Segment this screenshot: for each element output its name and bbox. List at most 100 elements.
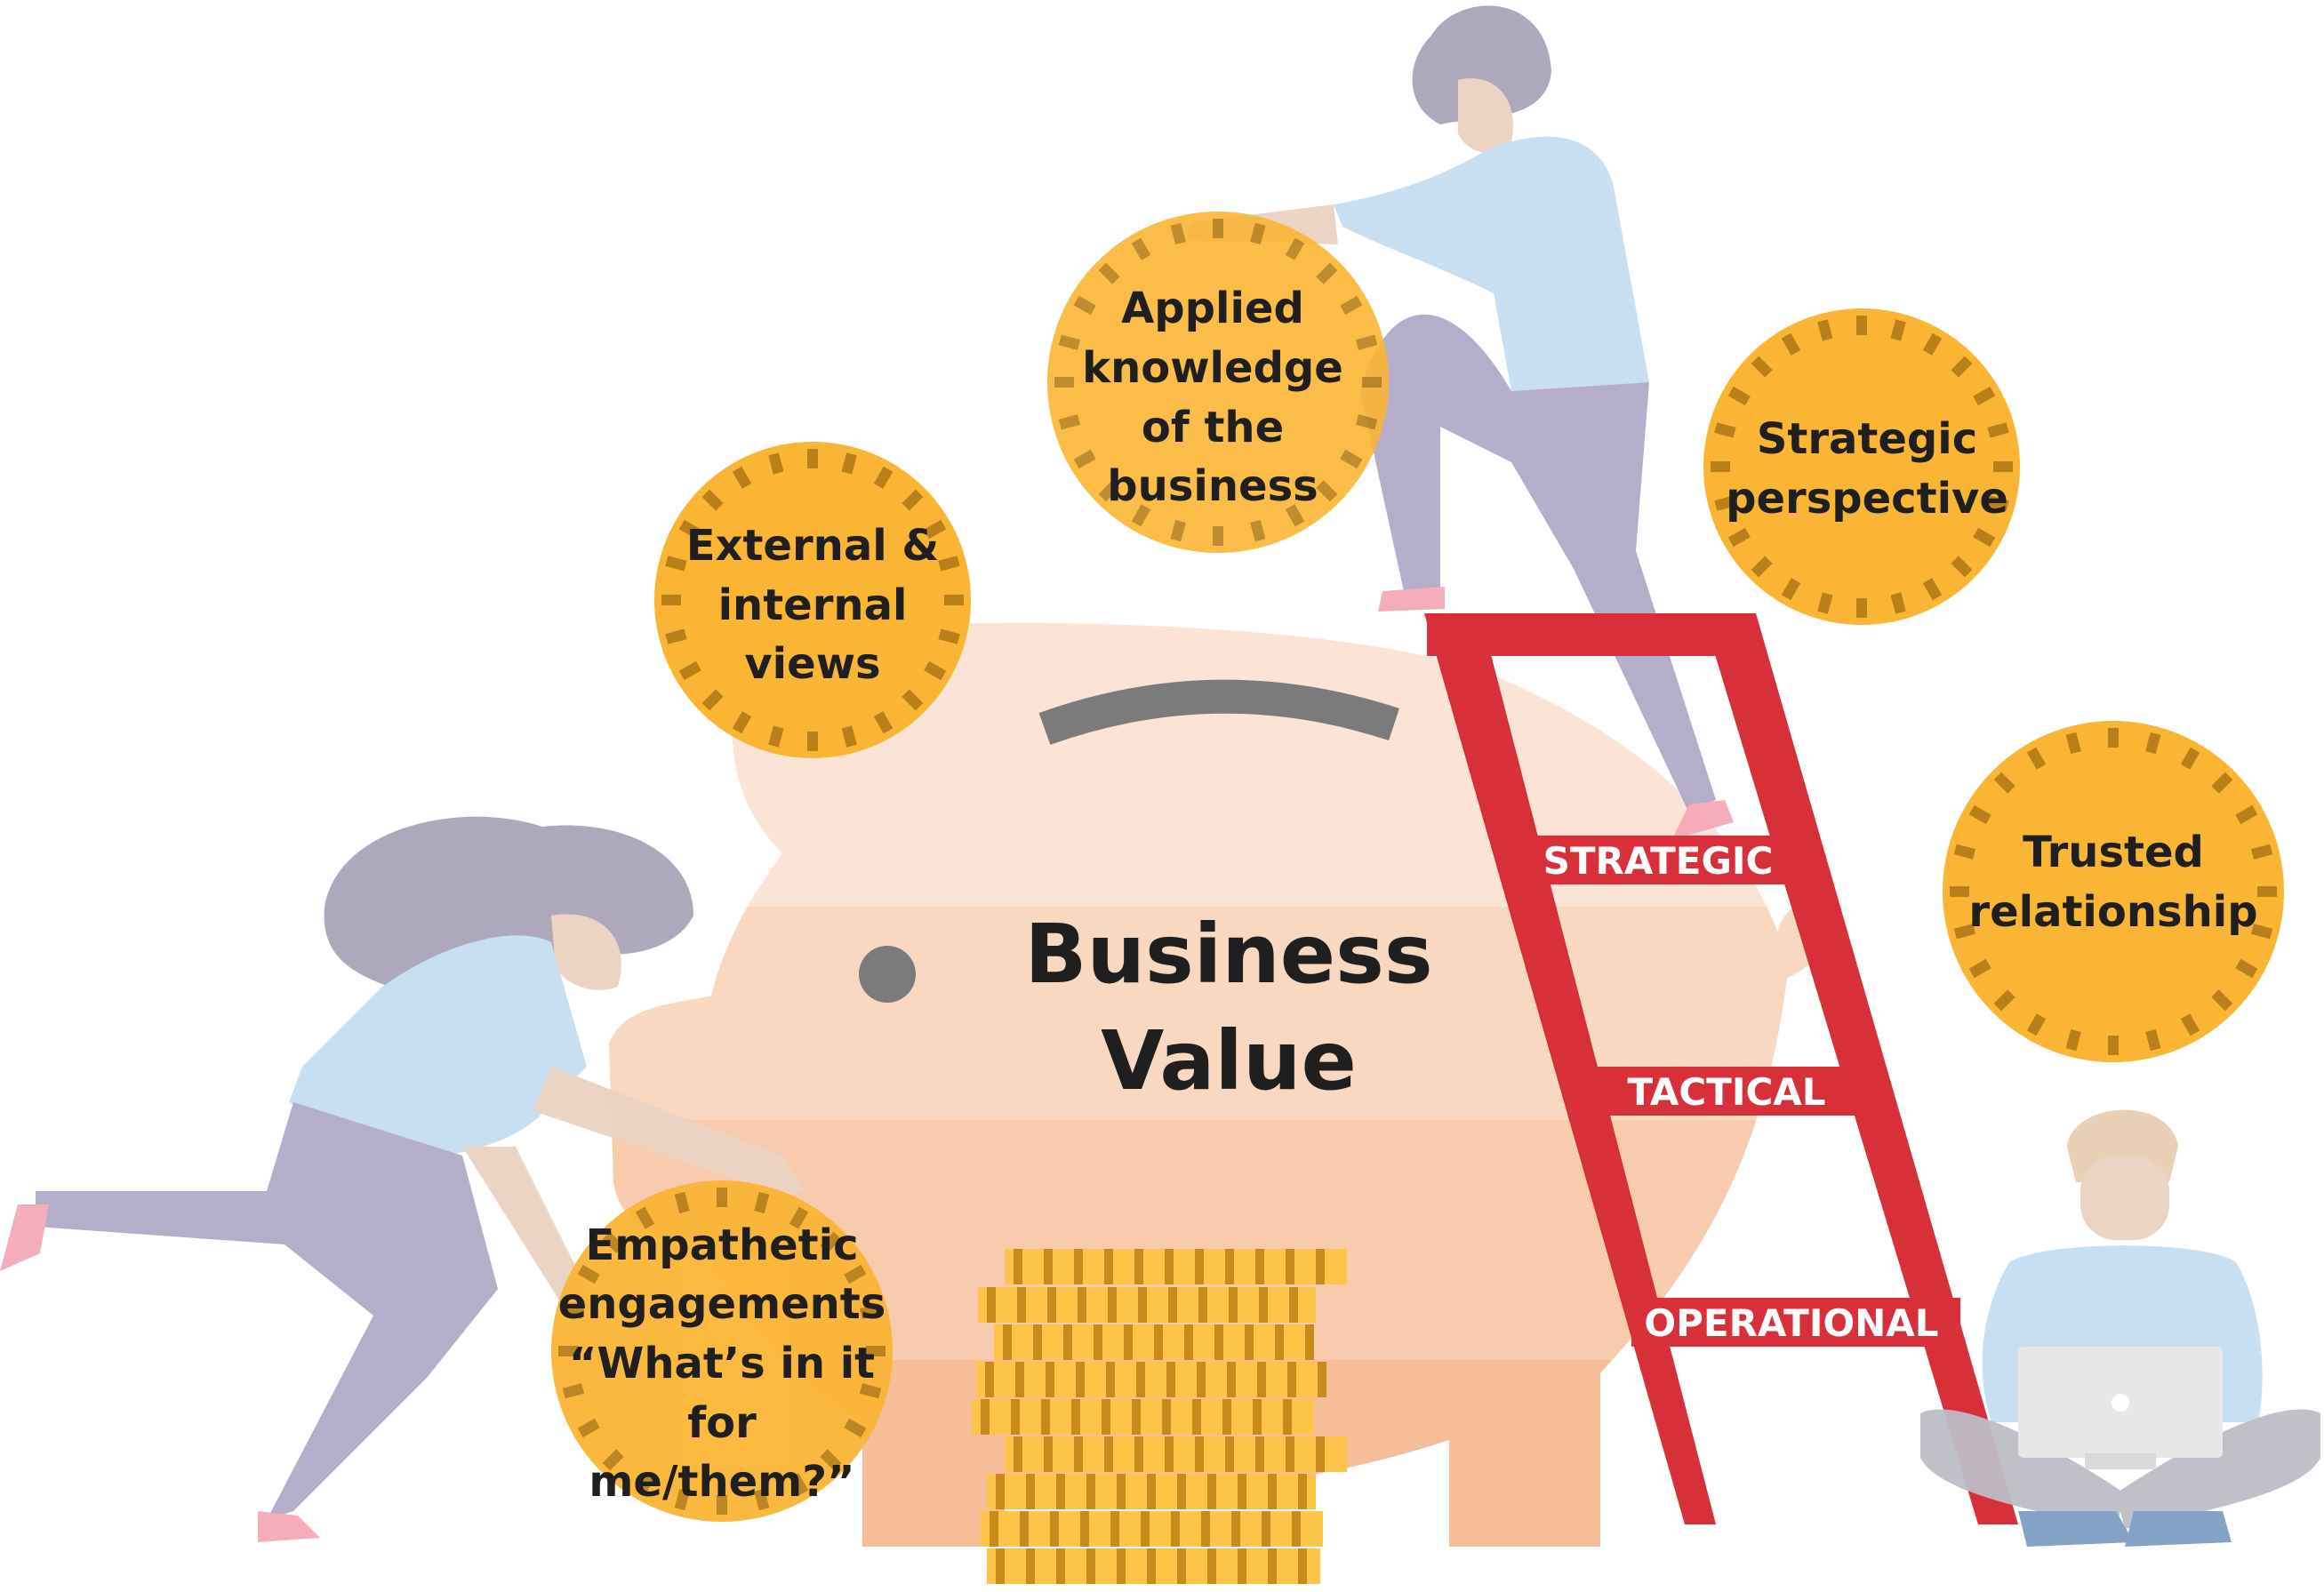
coin-stack-tick (1141, 1511, 1150, 1547)
coin-disc (1047, 212, 1389, 553)
coin-tick (1727, 386, 1751, 406)
coin-stack-tick (1287, 1362, 1296, 1397)
coin-stack-tick (1316, 1249, 1325, 1284)
coin-tick (2180, 747, 2200, 770)
rung-label-strategic: STRATEGIC (1543, 839, 1774, 883)
coin-tick (1987, 495, 2009, 511)
coin-stack-row (981, 1511, 1323, 1547)
coin-tick (2235, 804, 2258, 825)
coin-stack-tick (1117, 1548, 1126, 1584)
coin-tick (577, 1418, 600, 1438)
coin-tick (1131, 237, 1151, 260)
coin-tick (2235, 958, 2258, 979)
coin-tick (859, 1303, 882, 1319)
coin-stack-tick (1026, 1474, 1035, 1509)
coin-tick (1340, 449, 1363, 469)
coin-strategic-perspective: Strategic perspective (1703, 308, 2020, 625)
coin-tick (2065, 1028, 2081, 1052)
coin-stack-tick (1245, 1324, 1254, 1360)
coin-tick (1993, 989, 2015, 1012)
coin-stack-tick (1298, 1474, 1307, 1509)
coin-stack-tick (990, 1511, 998, 1547)
coin-tick (1817, 319, 1833, 341)
coin-applied-knowledge-line1: Applied (1121, 284, 1304, 333)
coin-stack-tick (1104, 1249, 1113, 1284)
coin-stack-tick (1086, 1548, 1095, 1584)
coin-tick (1098, 262, 1120, 284)
coin-stack-tick (1255, 1436, 1264, 1472)
coin-trusted-relationship: Trusted relationship (1943, 721, 2284, 1062)
coin-strategic-perspective-line1: Strategic (1757, 414, 1977, 464)
coin-empathetic-engagements: Empathetic engagements “What’s in it for… (551, 1180, 893, 1522)
coin-stack-tick (1192, 1399, 1201, 1435)
person-sitting (1920, 1109, 2320, 1547)
coin-stack-tick (1197, 1362, 1206, 1397)
coin-tick (1727, 527, 1751, 548)
coin-stack-tick (1231, 1511, 1240, 1547)
coin-tick (820, 1449, 842, 1471)
coin-tick (2180, 1013, 2200, 1036)
coin-stack-tick (1080, 1511, 1089, 1547)
coin-stack-tick (1253, 1399, 1262, 1435)
coin-tick (1973, 527, 1996, 548)
coin-stack-tick (1074, 1249, 1083, 1284)
coin-stack-tick (1259, 1287, 1268, 1323)
coin-stack-tick (1286, 1249, 1294, 1284)
coin-disc (1703, 308, 2020, 625)
coin-stack-tick (1289, 1287, 1298, 1323)
coin-empathetic-engagements-line3: “What’s in it (569, 1339, 875, 1388)
coin-tick (1951, 556, 1973, 578)
coin-stack-tick (1147, 1548, 1156, 1584)
coin-empathetic-engagements-line5: me/them?” (589, 1457, 854, 1507)
coin-stack-tick (1168, 1287, 1177, 1323)
coin-stack-tick (1094, 1324, 1102, 1360)
coin-tick (1781, 332, 1801, 356)
coin-stack-tick (1020, 1511, 1029, 1547)
coin-stack-tick (1044, 1436, 1053, 1472)
coin-stack-tick (1222, 1399, 1231, 1435)
coin-stack-tick (1305, 1324, 1314, 1360)
coin-stack-tick (1166, 1362, 1175, 1397)
coin-tick (701, 689, 724, 711)
coin-tick (2145, 732, 2161, 755)
coin-tick (1993, 772, 2015, 794)
coin-stack-tick (1014, 1249, 1022, 1284)
coin-stack-tick (1225, 1436, 1234, 1472)
coin-stack-tick (1003, 1324, 1012, 1360)
coin-stack-tick (1076, 1362, 1085, 1397)
coin-tick (844, 1418, 867, 1438)
coin-stack-tick (1138, 1287, 1147, 1323)
coin-disc (654, 442, 971, 758)
coin-stack-tick (1086, 1474, 1095, 1509)
coin-applied-knowledge-line3: of the (1142, 403, 1284, 452)
coin-external-internal-line1: External & (686, 521, 940, 571)
coin-tick (754, 1191, 770, 1214)
coin-tick (841, 725, 857, 748)
coin-tick (2026, 1013, 2047, 1036)
coin-tick (1751, 556, 1773, 578)
coin-tick (1987, 422, 2009, 438)
coin-tick (1340, 295, 1363, 316)
coin-tick (602, 1231, 624, 1253)
coin-tick (674, 1191, 690, 1214)
coin-tick (1250, 222, 1266, 245)
coin-stack-tick (1227, 1362, 1236, 1397)
coin-tick (1973, 386, 1996, 406)
coin-tick (902, 489, 924, 511)
coin-stack-tick (1316, 1436, 1325, 1472)
coin-stack-tick (1195, 1249, 1204, 1284)
coin-stack-tick (1165, 1436, 1174, 1472)
coin-stack-tick (1198, 1287, 1207, 1323)
coin-stack-tick (1026, 1548, 1035, 1584)
coin-tick (2065, 732, 2081, 755)
coin-tick (678, 660, 701, 681)
center-label-line1: Business (1024, 907, 1432, 1002)
coin-tick (1714, 495, 1736, 511)
coin-external-internal: External & internal views (654, 442, 971, 758)
coin-tick (844, 1264, 867, 1284)
coin-stack-tick (1074, 1436, 1083, 1472)
coin-stack-tick (981, 1399, 990, 1435)
coin-tick (768, 725, 784, 748)
coin-tick (665, 556, 687, 572)
